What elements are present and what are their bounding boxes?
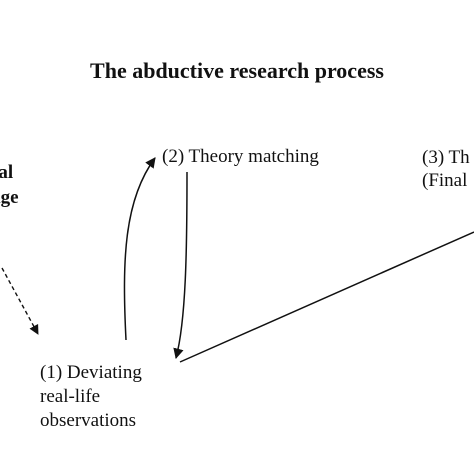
node-final-line-1: (3) Th [422,147,470,168]
left-block-line-2: cal [0,162,14,183]
left-block-line-3: dge [0,187,19,208]
node-theory-matching: (2) Theory matching [162,146,319,167]
line-observations-to-final [179,231,474,363]
node-deviating-line-2: real-life [40,386,101,407]
node-deviating-line-1: (1) Deviating [40,362,142,383]
diagram-title: The abductive research process [90,58,384,83]
node-final-line-2: (Final [422,170,468,191]
arrow-theory-to-observations [173,171,188,360]
node-deviating-line-3: observations [40,410,137,431]
arrow-observations-to-theory [123,157,156,341]
dashed-arrow-left-to-observations [1,267,39,335]
